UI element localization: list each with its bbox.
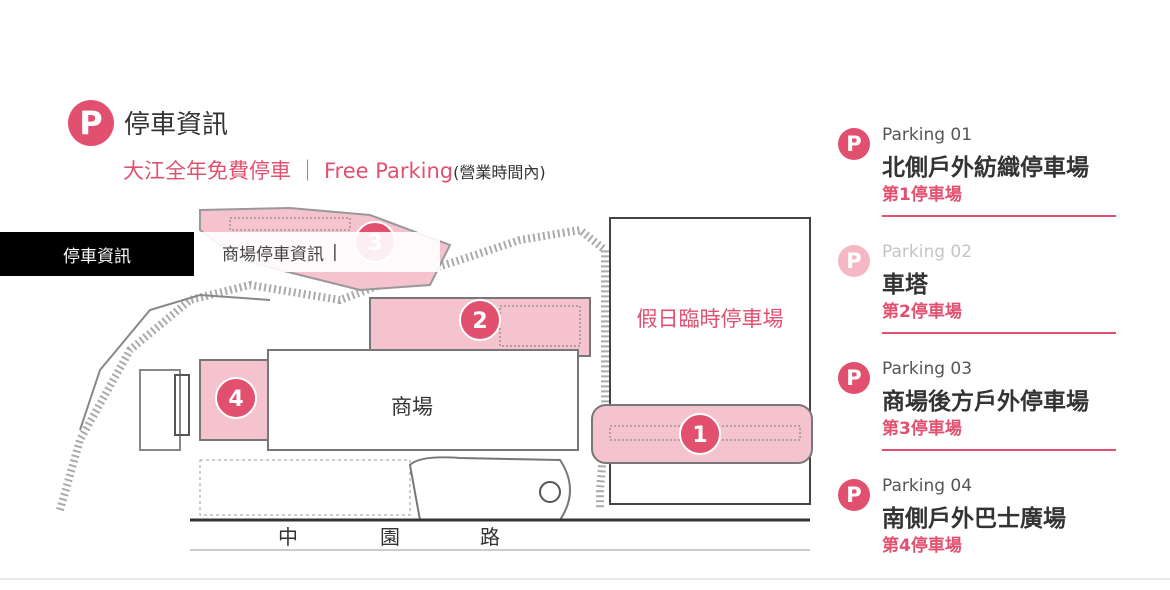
subtitle-main: 大江全年免費停車: [123, 159, 291, 183]
marker-4-label: 4: [228, 387, 243, 412]
temp-lot-label: 假日臨時停車場: [637, 307, 784, 331]
marker-2[interactable]: 2: [459, 299, 501, 341]
tab-bar: 停車資訊 商場停車資訊 |: [0, 232, 440, 276]
parking-p-icon: P: [838, 479, 870, 511]
parking-p-icon: P: [838, 128, 870, 160]
parking-number: 第3停車場: [882, 419, 962, 439]
parking-p-icon: P: [68, 100, 114, 146]
parking-code: Parking 03: [882, 359, 973, 379]
parking-name: 北側戶外紡織停車場: [882, 155, 1089, 181]
mall-building: [267, 349, 579, 451]
divider: [882, 449, 1116, 451]
parking-code: Parking 04: [882, 476, 973, 496]
parking-name: 車塔: [882, 272, 928, 298]
parking-item-03[interactable]: P Parking 03 商場後方戶外停車場 第3停車場: [838, 356, 1118, 473]
parking-code: Parking 02: [882, 242, 973, 262]
parking-item-02[interactable]: P Parking 02 車塔 第2停車場: [838, 239, 1118, 356]
road-char-2: 園: [380, 525, 400, 549]
marker-1[interactable]: 1: [679, 413, 721, 455]
parking-p-icon: P: [838, 362, 870, 394]
marker-1-label: 1: [692, 423, 707, 448]
parking-info-header: P 停車資訊: [68, 100, 228, 146]
tab-mall-parking-info[interactable]: 商場停車資訊 |: [194, 232, 440, 272]
parking-number: 第2停車場: [882, 302, 962, 322]
divider: [882, 332, 1116, 334]
parking-item-01[interactable]: P Parking 01 北側戶外紡織停車場 第1停車場: [838, 122, 1118, 239]
parking-code: Parking 01: [882, 125, 973, 145]
road-char-3: 路: [480, 525, 500, 549]
free-parking-subtitle: 大江全年免費停車｜Free Parking(營業時間內): [123, 155, 546, 185]
divider: [882, 215, 1116, 217]
parking-item-04[interactable]: P Parking 04 南側戶外巴士廣場 第4停車場: [838, 473, 1118, 590]
parking-map: 商場 假日臨時停車場 中 園 路 1 2 3 4: [56, 206, 813, 551]
road-char-1: 中: [278, 525, 298, 549]
text-cursor: |: [332, 242, 338, 262]
page-title: 停車資訊: [124, 110, 229, 140]
parking-name: 南側戶外巴士廣場: [882, 506, 1066, 532]
parking-p-icon: P: [838, 245, 870, 277]
parking-number: 第1停車場: [882, 185, 962, 205]
tab-parking-info[interactable]: 停車資訊: [0, 232, 194, 276]
subtitle-note: (營業時間內): [453, 163, 546, 182]
parking-name: 商場後方戶外停車場: [882, 389, 1089, 415]
subtitle-separator: ｜: [297, 159, 318, 183]
mall-label: 商場: [391, 395, 433, 419]
marker-4[interactable]: 4: [215, 377, 257, 419]
subtitle-en: Free Parking: [324, 159, 454, 183]
tab-mall-parking-label: 商場停車資訊: [222, 244, 324, 265]
parking-number: 第4停車場: [882, 536, 962, 556]
parking-list: P Parking 01 北側戶外紡織停車場 第1停車場 P Parking 0…: [838, 122, 1118, 590]
bottom-divider: [0, 578, 1170, 580]
marker-2-label: 2: [472, 309, 487, 334]
